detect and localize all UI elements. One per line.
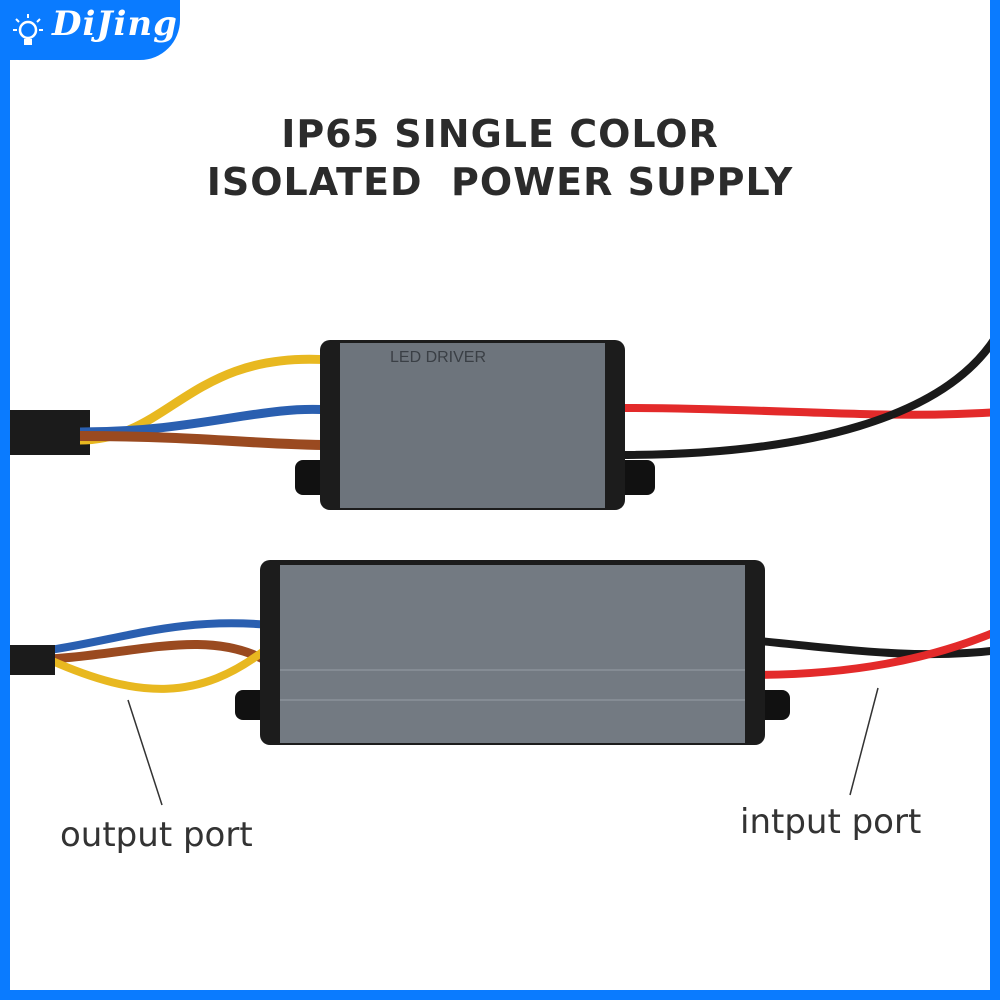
brown-wire: [19, 639, 268, 665]
red-wire: [749, 626, 1000, 679]
driver-top: [340, 343, 605, 508]
yellow-wire: [48, 646, 268, 693]
brand-logo: DiJing: [0, 0, 180, 60]
brand-name: DiJing: [52, 4, 178, 44]
blue-wire: [79, 404, 331, 437]
title-line-1: IP65 SINGLE COLOR: [281, 112, 719, 156]
title-line-2: ISOLATED POWER SUPPLY: [206, 160, 794, 204]
cable-jacket: [0, 410, 90, 455]
input-pointer: [849, 687, 879, 796]
black-wire: [619, 328, 1000, 459]
driver-label: LED DRIVER: [390, 349, 486, 366]
driver-bottom: [280, 565, 745, 743]
cable-jacket: [0, 645, 55, 675]
brown-wire: [79, 431, 331, 450]
black-wire: [749, 636, 1000, 659]
input-port-label: intput port: [740, 802, 922, 842]
red-wire: [619, 404, 1000, 419]
output-pointer: [127, 699, 163, 806]
output-port-label: output port: [60, 815, 253, 855]
lightbulb-icon: [13, 14, 43, 45]
